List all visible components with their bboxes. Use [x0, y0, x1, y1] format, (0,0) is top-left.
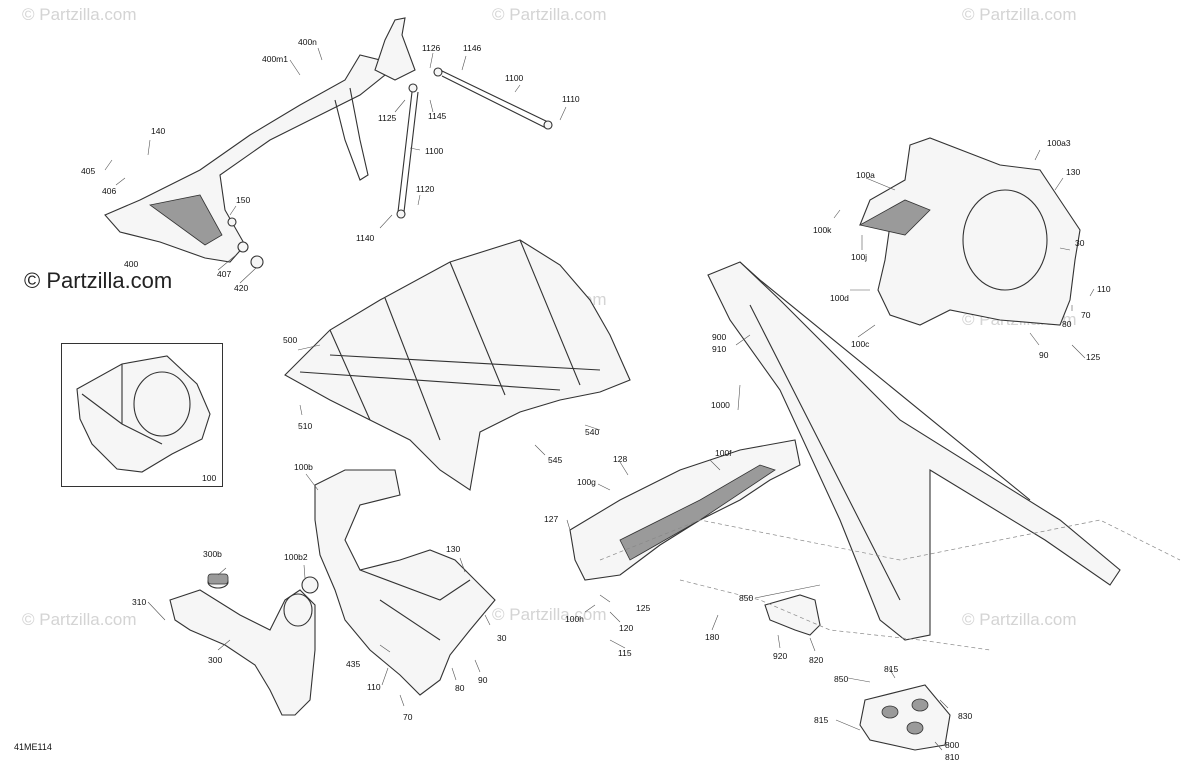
part-800-plate	[859, 684, 951, 751]
callout-420: 420	[234, 283, 249, 293]
callout-510: 510	[298, 421, 313, 431]
callout-90: 90	[478, 675, 488, 685]
part-820-bracket	[764, 594, 821, 636]
callout-110: 110	[1097, 284, 1111, 294]
callout-100a3: 100a3	[1047, 138, 1071, 148]
callout-1140: 1140	[356, 233, 375, 243]
callout-80: 80	[455, 683, 465, 693]
callout-850: 850	[834, 674, 849, 684]
callout-815: 815	[884, 664, 899, 674]
callout-100c: 100c	[851, 339, 870, 349]
callout-815: 815	[814, 715, 829, 725]
callout-130: 130	[446, 544, 461, 554]
callout-30: 30	[1075, 238, 1085, 248]
callout-1100: 1100	[425, 146, 444, 156]
callout-100h: 100h	[565, 614, 584, 624]
callout-125: 125	[1086, 352, 1101, 362]
callout-30: 30	[497, 633, 507, 643]
callout-545: 545	[548, 455, 563, 465]
watermark: © Partzilla.com	[492, 605, 607, 624]
callout-100b2: 100b2	[284, 552, 308, 562]
callout-435: 435	[346, 659, 361, 669]
callout-830: 830	[958, 711, 973, 721]
callout-407: 407	[217, 269, 232, 279]
callout-100f: 100f	[715, 448, 732, 458]
inset-frame-drawing	[76, 355, 211, 473]
callout-115: 115	[618, 648, 632, 658]
callout-1000: 1000	[711, 400, 730, 410]
part-500-roof	[284, 239, 631, 491]
watermark: © Partzilla.com	[962, 610, 1077, 629]
callout-800: 800	[945, 740, 960, 750]
callout-400: 400	[124, 259, 139, 269]
callout-70: 70	[1081, 310, 1091, 320]
callout-120: 120	[619, 623, 634, 633]
callout-900: 900	[712, 332, 727, 342]
callout-300b: 300b	[203, 549, 222, 559]
callout-110: 110	[367, 682, 381, 692]
diagram-code: 41ME114	[14, 742, 52, 752]
part-400-arm	[104, 54, 386, 263]
callout-300: 300	[208, 655, 223, 665]
part-100b-frame	[314, 469, 496, 696]
callout-1100: 1100	[505, 73, 524, 83]
callout-125: 125	[636, 603, 651, 613]
callout-400m1: 400m1	[262, 54, 288, 64]
callout-100b: 100b	[294, 462, 313, 472]
callout-100a: 100a	[856, 170, 875, 180]
callout-310: 310	[132, 597, 147, 607]
callout-1125: 1125	[378, 113, 397, 123]
callout-820: 820	[809, 655, 824, 665]
callout-130: 130	[1066, 167, 1081, 177]
callout-400n: 400n	[298, 37, 317, 47]
callout-90: 90	[1039, 350, 1049, 360]
callout-140: 140	[151, 126, 166, 136]
callout-100g: 100g	[577, 477, 596, 487]
callout-100j: 100j	[851, 252, 868, 262]
callout-810: 810	[945, 752, 960, 762]
callout-406: 406	[102, 186, 117, 196]
callout-70: 70	[403, 712, 413, 722]
callout-180: 180	[705, 632, 720, 642]
callout-100d: 100d	[830, 293, 849, 303]
callout-128: 128	[613, 454, 628, 464]
callout-920: 920	[773, 651, 788, 661]
callout-1120: 1120	[416, 184, 435, 194]
callout-80: 80	[1062, 319, 1072, 329]
callout-1126: 1126	[422, 43, 441, 53]
callout-405: 405	[81, 166, 96, 176]
callout-910: 910	[712, 344, 727, 354]
part-300-support	[169, 589, 316, 716]
rod-1100-horizontal	[439, 69, 549, 129]
watermark: © Partzilla.com	[962, 5, 1077, 24]
callout-127: 127	[544, 514, 559, 524]
part-900-rail	[707, 261, 1121, 641]
watermark: © Partzilla.com	[22, 610, 137, 629]
callout-150: 150	[236, 195, 251, 205]
callout-1146: 1146	[463, 43, 482, 53]
inset-view-100	[61, 343, 223, 487]
callout-1110: 1110	[562, 94, 580, 104]
rod-1100-vertical	[397, 91, 419, 213]
watermark: © Partzilla.com	[22, 5, 137, 24]
watermark: © Partzilla.com	[492, 5, 607, 24]
callout-100: 100	[202, 473, 217, 483]
callout-540: 540	[585, 427, 600, 437]
callout-500: 500	[283, 335, 298, 345]
partzilla-brand: © Partzilla.com	[24, 268, 173, 293]
callout-1145: 1145	[428, 111, 447, 121]
callout-100k: 100k	[813, 225, 832, 235]
callout-850: 850	[739, 593, 754, 603]
